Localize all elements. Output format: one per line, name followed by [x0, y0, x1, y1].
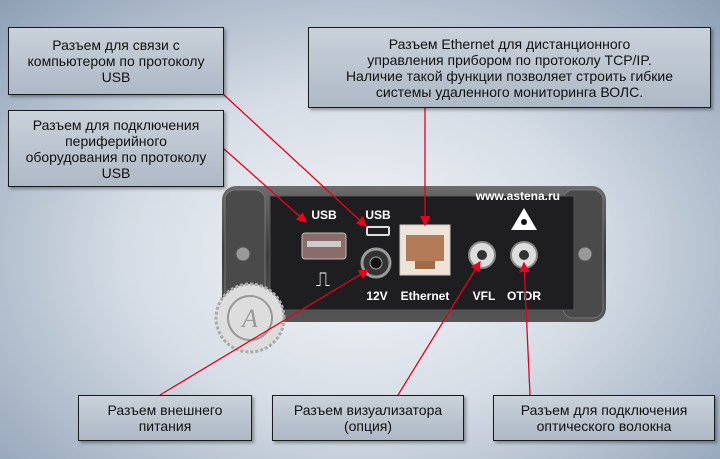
callout-line: Разъем для подключения	[32, 116, 200, 133]
callout-line: Разъем внешнего	[107, 402, 223, 418]
callout-arrows	[159, 93, 531, 396]
callout-line: Разъем визуализатора	[293, 402, 443, 418]
callout-line: периферийного	[65, 132, 167, 149]
ethernet-label: Ethernet	[401, 289, 450, 303]
callout-line: Разъем для связи с	[52, 37, 180, 53]
callout-line: оборудования по протоколу	[25, 148, 207, 165]
callout-line: компьютером по протоколу	[27, 53, 205, 69]
callout-usb-pc: Разъем для связи с компьютером по проток…	[8, 27, 224, 95]
screw-icon	[235, 246, 251, 262]
callout-power: Разъем внешнего питания	[78, 395, 252, 441]
callout-otdr: Разъем для подключения оптического волок…	[493, 395, 715, 441]
usb-a-label: USB	[311, 208, 337, 222]
callout-line: системы удаленного мониторинга ВОЛС.	[375, 83, 644, 100]
callout-line: Разъем Ethernet для дистанционного	[388, 35, 631, 52]
website: www.astena.ru	[475, 189, 560, 203]
callout-usb-peripheral: Разъем для подключения периферийного обо…	[8, 110, 224, 187]
callout-line: USB	[101, 69, 131, 85]
callout-line: управления прибором по протоколу TCP/IP.	[367, 51, 652, 68]
pulse-icon: ⎍	[316, 269, 330, 291]
power-label: 12V	[366, 289, 387, 303]
callout-line: (опция)	[343, 418, 393, 434]
callout-vfl: Разъем визуализатора (опция)	[272, 395, 464, 441]
callout-ethernet: Разъем Ethernet для дистанционного управ…	[308, 27, 711, 108]
usb-mini-port[interactable]	[366, 226, 390, 236]
callout-line: питания	[138, 418, 192, 434]
callout-line: Наличие такой функции позволяет строить …	[345, 67, 674, 84]
svg-text:A: A	[240, 304, 258, 333]
watermark-seal: A	[214, 282, 286, 354]
callout-line: Разъем для подключения	[520, 402, 688, 418]
screw-icon	[577, 246, 593, 262]
callout-line: USB	[101, 164, 131, 181]
vfl-label: VFL	[473, 289, 496, 303]
otdr-label: OTDR	[507, 289, 541, 303]
callout-line: оптического волокна	[536, 418, 672, 434]
usb-mini-label: USB	[365, 208, 391, 222]
